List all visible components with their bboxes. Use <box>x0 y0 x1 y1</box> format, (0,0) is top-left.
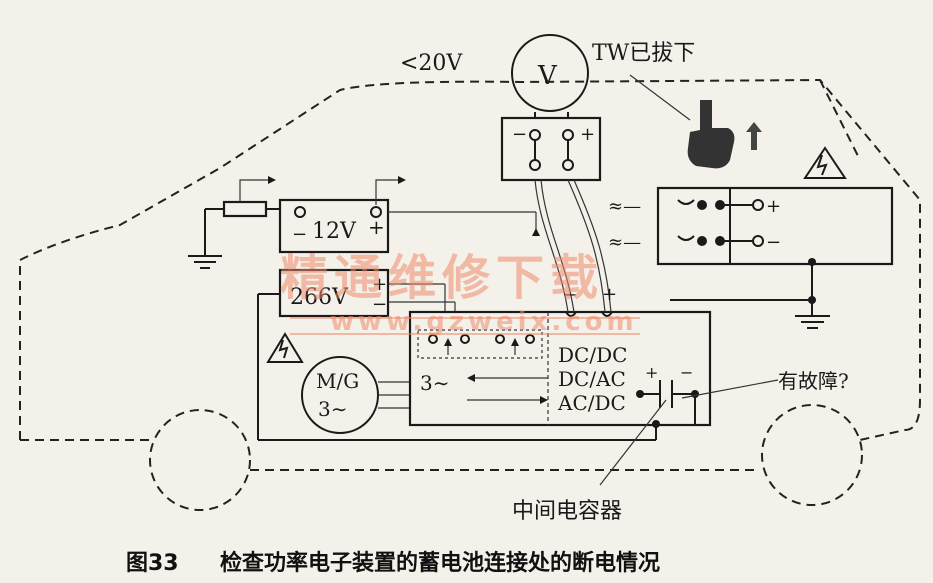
tw-removed-label: TW已拔下 <box>592 41 695 66</box>
svg-text:−: − <box>372 294 387 315</box>
svg-text:+: + <box>372 274 387 295</box>
battery-12v-label: 12V <box>312 219 357 244</box>
voltmeter-icon <box>511 34 589 112</box>
svg-text:+: + <box>580 124 595 145</box>
svg-text:−: − <box>564 285 577 304</box>
three-phase-label: 3∼ <box>420 371 449 395</box>
figure-number: 图33 <box>126 551 179 576</box>
right-connector-box <box>656 186 894 266</box>
dcdc-label: DC/DC <box>558 343 627 367</box>
mg-label-top: M/G <box>316 369 359 393</box>
watermark-url: www.gzweix.com <box>330 307 638 337</box>
intermediate-capacitor: + − <box>636 363 699 408</box>
figure-caption: 检查功率电子装置的蓄电池连接处的断电情况 <box>220 550 660 576</box>
ground-icon <box>188 255 222 269</box>
svg-text:−: − <box>766 232 781 253</box>
warning-triangle-icon <box>803 146 847 179</box>
warning-triangle-icon <box>266 332 304 363</box>
svg-text:+: + <box>645 363 658 382</box>
voltmeter-label: V <box>537 61 558 91</box>
watermark-logo: 精通维修下载 www.gzweix.com <box>280 250 640 337</box>
watermark-text: 精通维修下载 <box>280 250 604 306</box>
svg-text:≈—: ≈— <box>608 196 641 217</box>
acdc-label: AC/DC <box>557 391 626 415</box>
svg-text:+: + <box>766 196 781 217</box>
fault-question-label: 有故障? <box>778 369 849 393</box>
hand-pulling-icon <box>687 100 762 169</box>
svg-text:−: − <box>680 363 693 382</box>
vehicle-outline <box>19 78 921 441</box>
svg-text:+: + <box>368 215 385 239</box>
mg-label-bottom: 3∼ <box>318 397 347 421</box>
test-adapter-box <box>500 116 602 182</box>
wheel-right <box>761 404 863 506</box>
ground-icon <box>795 300 830 329</box>
svg-text:−: − <box>512 124 527 145</box>
wheel-left <box>149 409 251 511</box>
svg-text:≈—: ≈— <box>608 232 641 253</box>
dcac-label: DC/AC <box>558 367 626 391</box>
resistor <box>222 200 268 218</box>
svg-text:+: + <box>602 284 617 305</box>
voltage-limit-label: <20V <box>400 51 463 76</box>
svg-text:−: − <box>292 224 307 245</box>
battery-12v-box <box>278 198 390 254</box>
capacitor-label: 中间电容器 <box>512 499 622 524</box>
battery-266v-label: 266V <box>290 285 349 310</box>
